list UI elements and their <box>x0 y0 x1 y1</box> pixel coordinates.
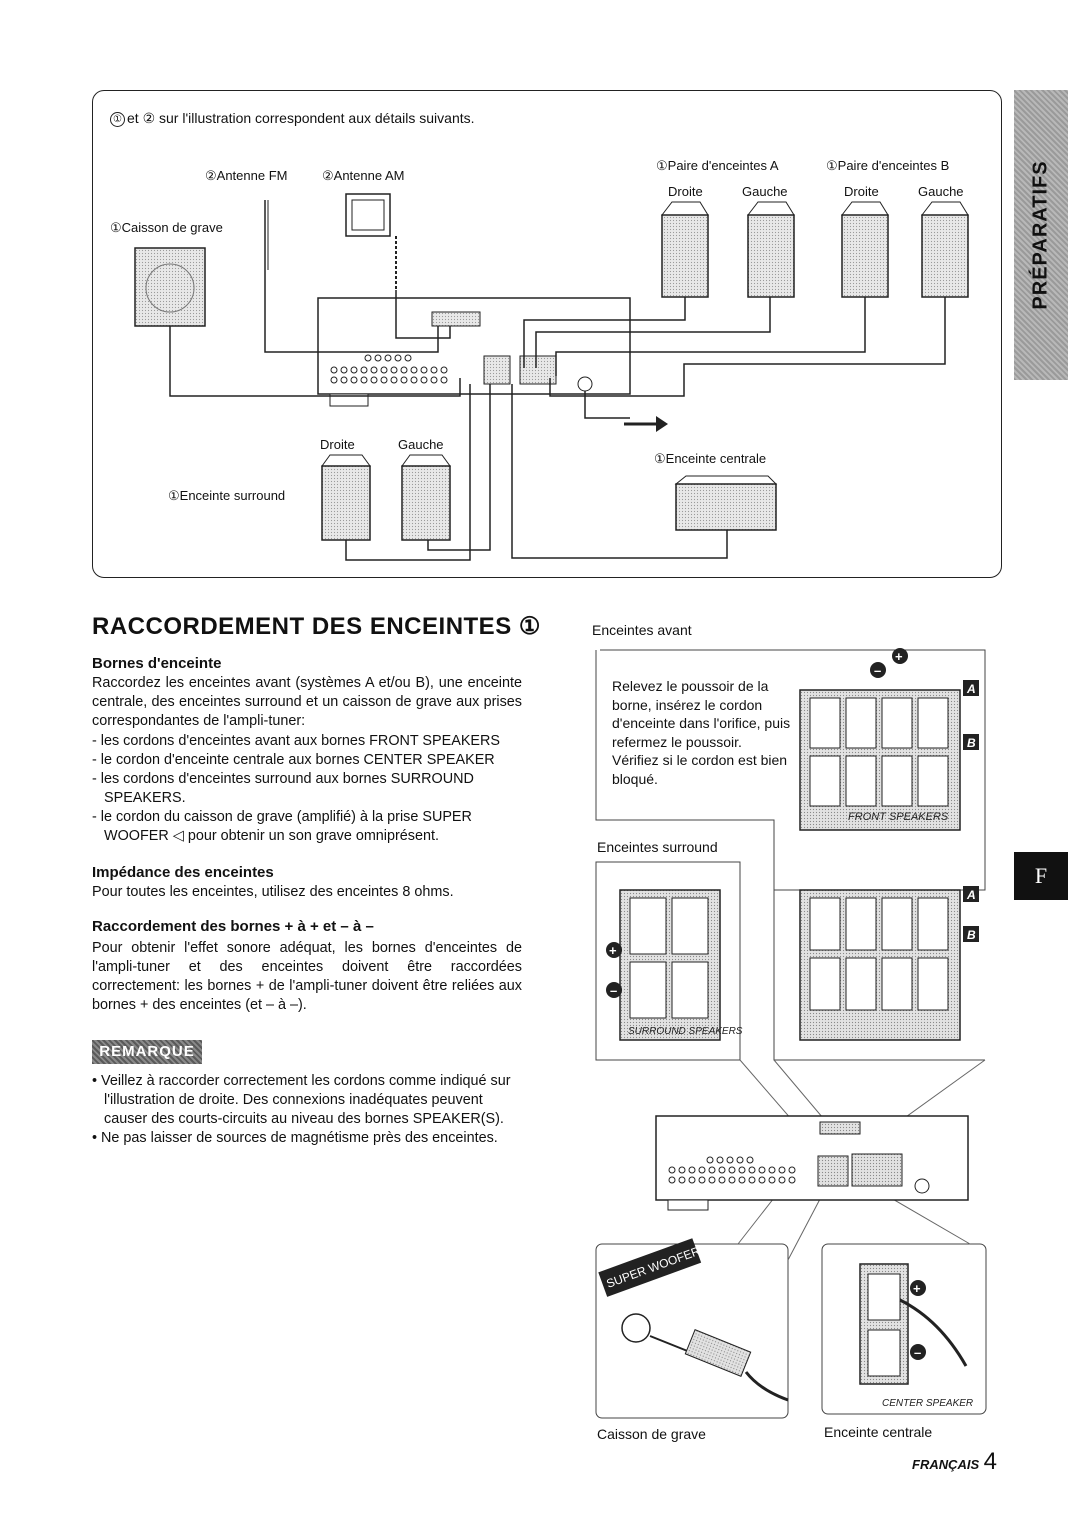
subwoofer-jack-icon: SUPER WOOFER <box>598 1238 789 1402</box>
am-antenna-icon <box>345 193 397 290</box>
surround-speaker-left-icon <box>401 454 451 541</box>
front-speaker-a-right-icon <box>660 201 709 298</box>
plus-icon: + <box>892 648 908 664</box>
svg-text:–: – <box>610 983 617 998</box>
front-speaker-b-right-icon <box>840 201 889 298</box>
label-enceintes-avant: Enceintes avant <box>592 622 692 638</box>
amplifier-icon <box>317 297 631 407</box>
bornes-list-item: - le cordon du caisson de grave (amplifi… <box>92 809 472 844</box>
raccord-heading: Raccordement des bornes + à + et – à – <box>92 918 374 935</box>
language-tab: F <box>1014 852 1068 900</box>
front-speaker-a-left-icon <box>746 201 795 298</box>
label-gauche-s: Gauche <box>398 437 444 452</box>
surround-speaker-right-icon <box>321 454 371 541</box>
plus-icon: + <box>910 1280 926 1296</box>
label-droite-s: Droite <box>320 437 355 452</box>
label-enceintes-surround: Enceintes surround <box>597 839 718 855</box>
label-antenne-fm: ②Antenne FM <box>205 168 288 183</box>
center-speaker-label: CENTER SPEAKER <box>882 1398 973 1409</box>
amplifier-rear-panel-icon <box>655 1115 969 1211</box>
label-gauche-a: Gauche <box>742 184 788 199</box>
svg-text:A: A <box>966 888 976 902</box>
label-droite-a: Droite <box>668 184 703 199</box>
minus-icon: – <box>910 1344 926 1360</box>
bornes-text: Raccordez les enceintes avant (systèmes … <box>92 675 522 729</box>
front-speaker-b-left-icon <box>920 201 969 298</box>
impedance-text: Pour toutes les enceintes, utilisez des … <box>92 884 454 900</box>
label-droite-b: Droite <box>844 184 879 199</box>
center-terminal-icon: CENTER SPEAKER <box>859 1263 973 1409</box>
center-speaker-icon <box>674 475 778 531</box>
remarque-list-item: • Ne pas laisser de sources de magnétism… <box>92 1130 498 1146</box>
remarque-list-item: • Veillez à raccorder correctement les c… <box>92 1073 511 1127</box>
front-speakers-label: FRONT SPEAKERS <box>848 811 949 823</box>
minus-icon: – <box>870 662 886 678</box>
front-terminal-block-2-icon <box>799 889 961 1041</box>
terminal-illustration-graphics: FRONT SPEAKERS + – A B A B SURROUND SPEA… <box>595 648 987 1419</box>
instructions-text: Relevez le poussoir de la borne, insérez… <box>612 678 791 787</box>
bornes-heading: Bornes d'enceinte <box>92 655 222 672</box>
label-paire-a: ①Paire d'enceintes A <box>656 158 779 173</box>
section-title: RACCORDEMENT DES ENCEINTES ① <box>92 613 541 640</box>
label-caisson: ①Caisson de grave <box>110 220 223 235</box>
label-centrale: ①Enceinte centrale <box>654 451 767 466</box>
svg-text:–: – <box>874 663 881 678</box>
subwoofer-icon <box>134 247 206 327</box>
surround-speakers-label: SURROUND SPEAKERS <box>628 1026 743 1037</box>
label-caisson-de-grave: Caisson de grave <box>597 1426 706 1442</box>
arrow-right-icon <box>624 416 668 432</box>
svg-text:+: + <box>895 649 903 664</box>
bornes-list-item: - le cordon d'enceinte centrale aux born… <box>92 752 495 768</box>
svg-text:+: + <box>609 943 617 958</box>
impedance-heading: Impédance des enceintes <box>92 864 274 881</box>
svg-text:–: – <box>914 1345 921 1360</box>
label-paire-b: ①Paire d'enceintes B <box>826 158 950 173</box>
footer-language: FRANÇAIS <box>912 1457 980 1472</box>
svg-text:B: B <box>967 736 976 750</box>
label-antenne-am: ②Antenne AM <box>322 168 405 183</box>
minus-icon: – <box>606 982 622 998</box>
callout-marker-1: ① <box>110 112 125 127</box>
surround-terminal-block-icon: SURROUND SPEAKERS <box>619 889 743 1041</box>
front-terminal-block-icon: FRONT SPEAKERS <box>799 689 961 831</box>
badge-b-icon: B <box>963 926 979 942</box>
page-number: 4 <box>983 1448 997 1475</box>
connection-diagram-graphics <box>134 193 969 561</box>
svg-text:A: A <box>966 682 976 696</box>
badge-a-icon: A <box>963 680 979 696</box>
remarque-list: • Veillez à raccorder correctement les c… <box>92 1072 522 1148</box>
page-footer: FRANÇAIS 4 <box>912 1448 997 1476</box>
remarque-badge: REMARQUE <box>92 1040 202 1064</box>
bornes-list: - les cordons d'enceintes avant aux born… <box>92 732 522 846</box>
bornes-list-item: - les cordons d'enceintes avant aux born… <box>92 733 501 749</box>
raccord-text: Pour obtenir l'effet sonore adéquat, les… <box>92 940 522 1013</box>
section-tab-preparatifs: PRÉPARATIFS <box>1014 90 1068 380</box>
connection-diagram-frame <box>92 90 1002 578</box>
svg-text:B: B <box>967 928 976 942</box>
label-surround: ①Enceinte surround <box>168 488 286 503</box>
label-gauche-b: Gauche <box>918 184 964 199</box>
label-enceinte-centrale: Enceinte centrale <box>824 1424 933 1440</box>
badge-b-icon: B <box>963 734 979 750</box>
svg-text:+: + <box>913 1281 921 1296</box>
bornes-list-item: - les cordons d'enceintes surround aux b… <box>92 771 474 806</box>
badge-a-icon: A <box>963 886 979 902</box>
plus-icon: + <box>606 942 622 958</box>
